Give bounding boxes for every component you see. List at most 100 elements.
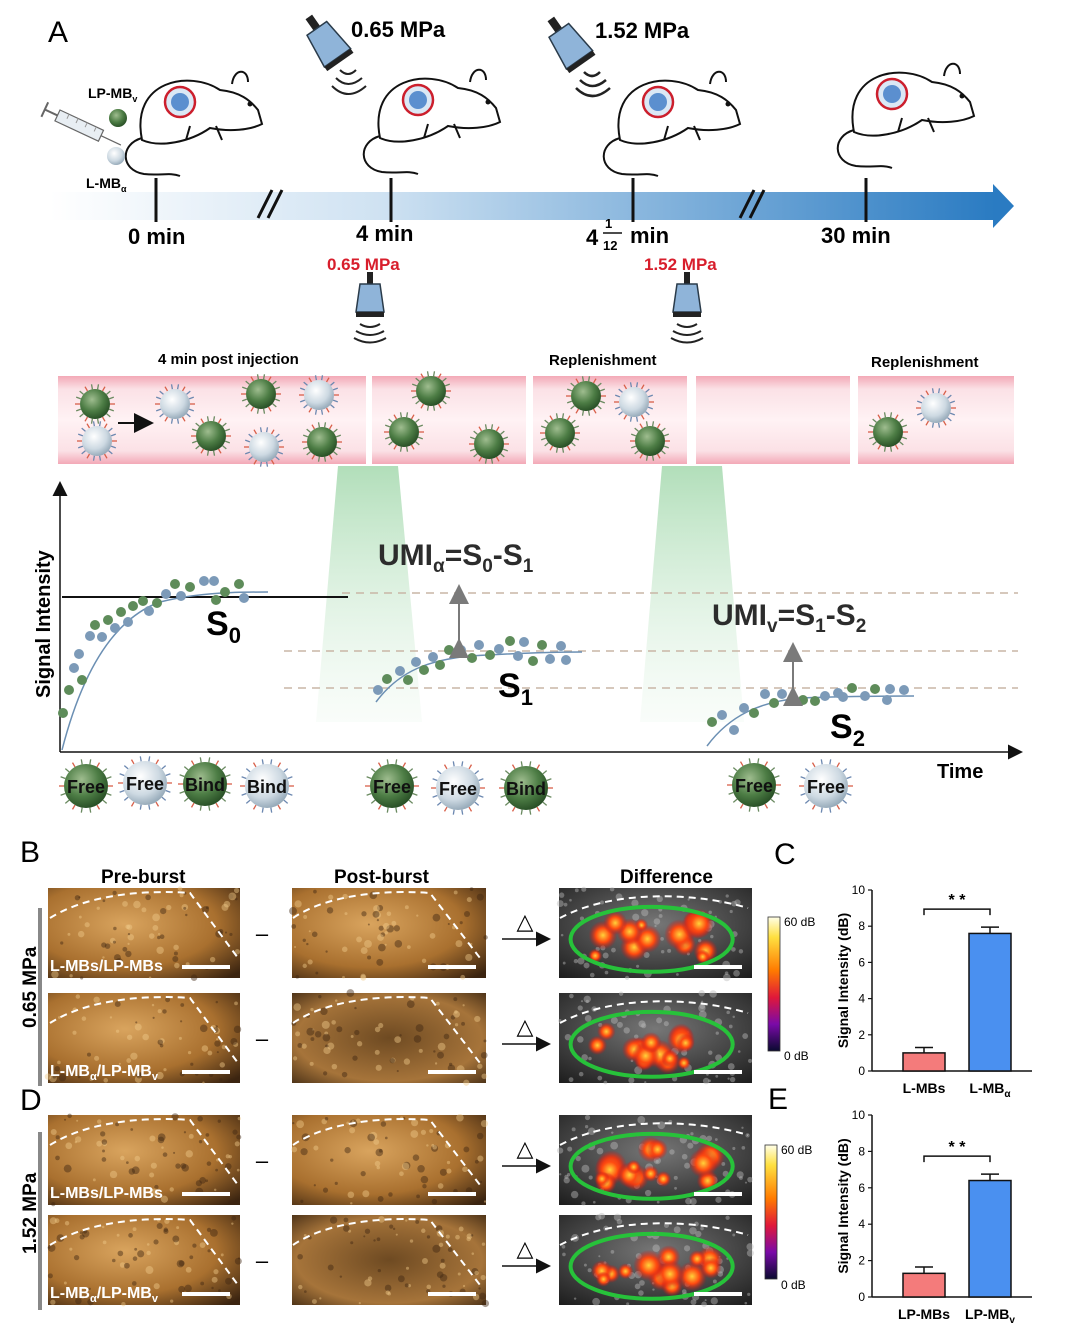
tick-label-0: 0 min — [128, 224, 185, 249]
signal-dot — [777, 689, 787, 699]
free-bubble-icon — [155, 384, 195, 424]
bound-bubble-icon: Free — [727, 758, 781, 812]
signal-dot — [810, 696, 820, 706]
bubble-state-label: Bind — [247, 777, 287, 797]
s2-label: S2 — [830, 708, 865, 751]
signal-dot — [199, 576, 209, 586]
signal-dot — [90, 620, 100, 630]
bubble-state-label: Free — [373, 777, 411, 797]
curve-s0 — [61, 591, 269, 751]
free-bubble-icon: Free — [118, 756, 172, 810]
row-label: L-MBs/LP-MBs — [50, 1185, 163, 1202]
delta-sign: △ — [517, 1236, 534, 1261]
bound-bubble-icon — [191, 416, 231, 456]
signal-dot — [419, 665, 429, 675]
bar — [968, 932, 1012, 1072]
col-pre-burst: Pre-burst — [101, 867, 186, 888]
bound-bubble-icon: Free — [59, 759, 113, 813]
tick-label-den: 12 — [603, 238, 617, 253]
ultrasound-image: L-MBα/LP-MBv — [47, 1215, 242, 1307]
signal-dot — [870, 684, 880, 694]
signal-dot — [556, 641, 566, 651]
ultrasound-image: L-MBα/LP-MBv — [44, 993, 242, 1084]
bar-y-tick-label: 0 — [858, 1064, 865, 1078]
vessel-label-first: 4 min post injection — [158, 351, 299, 368]
inj-label-top: LP-MBv — [88, 85, 137, 104]
signal-dot — [513, 651, 523, 661]
bar-y-tick-label: 4 — [858, 1217, 865, 1231]
panel-label-a: A — [48, 16, 68, 49]
bar-y-tick-label: 10 — [852, 883, 866, 897]
timeline: 0 min 4 min 4 1 12 min 30 min 0.65 MPa 1… — [50, 178, 1014, 274]
bubble-state-label: Free — [126, 774, 164, 794]
panel-label-d: D — [20, 1084, 42, 1117]
bar-y-tick-label: 2 — [858, 1028, 865, 1042]
group-label-high: 1.52 MPa — [20, 1172, 41, 1254]
significance-bracket — [923, 1155, 991, 1163]
burst-beam — [640, 466, 744, 722]
signal-plot: Signal Intensity Time S0 S1 S2 UMIα=S0-S… — [33, 481, 1023, 783]
free-bubble-icon — [299, 375, 339, 415]
timeline-bar — [50, 192, 995, 220]
signal-dot — [444, 645, 454, 655]
signal-dot — [373, 685, 383, 695]
signal-dot — [707, 717, 717, 727]
wave-icon — [331, 69, 367, 95]
signal-dot — [545, 654, 555, 664]
signal-dot — [128, 601, 138, 611]
signal-dot — [138, 596, 148, 606]
bar — [902, 1052, 946, 1072]
signal-dot — [74, 649, 84, 659]
bar-y-tick-label: 0 — [858, 1290, 865, 1304]
bar-category-label: LP-MBv — [965, 1306, 1015, 1326]
free-bubble-icon — [614, 382, 654, 422]
signal-dot — [820, 691, 830, 701]
tick-label-30: 30 min — [821, 223, 891, 248]
bound-bubble-icon — [411, 371, 451, 411]
free-bubble-icon — [244, 427, 284, 467]
signal-dot — [537, 640, 547, 650]
signal-dot — [860, 691, 870, 701]
signal-dot — [234, 579, 244, 589]
s0-label: S0 — [206, 605, 241, 648]
colorbar-bottom: 60 dB 0 dB — [764, 1143, 812, 1292]
signal-dot — [798, 695, 808, 705]
vessel-bubbles — [75, 371, 956, 467]
minus-sign: – — [256, 1026, 269, 1051]
bar-y-tick-label: 6 — [858, 1181, 865, 1195]
signal-dot — [152, 598, 162, 608]
bound-bubble-icon — [302, 422, 342, 462]
cbar-top-min: 0 dB — [784, 1049, 809, 1063]
signal-dot — [561, 655, 571, 665]
signal-dot — [239, 593, 249, 603]
bar-y-label: Signal Intensity (dB) — [835, 913, 851, 1048]
bound-bubble-icon — [566, 376, 606, 416]
minus-sign: – — [256, 1248, 269, 1273]
signal-dots — [58, 576, 909, 735]
bound-bubble-icon — [469, 424, 509, 464]
vessel-label-second: Replenishment — [549, 352, 657, 369]
bound-bubble-icon — [384, 412, 424, 452]
row-label: L-MBα/LP-MBv — [50, 1063, 159, 1083]
signal-dot — [899, 685, 909, 695]
pressure-top-high: 1.52 MPa — [595, 18, 690, 43]
signal-dot — [456, 645, 466, 655]
ultrasound-image — [291, 989, 488, 1086]
signal-dot — [729, 725, 739, 735]
wave-icon — [575, 71, 611, 98]
bound-bubble-icon — [540, 413, 580, 453]
panel-label-e: E — [768, 1083, 788, 1116]
signal-dot — [885, 684, 895, 694]
delta-sign: △ — [517, 1014, 534, 1039]
panel-label-c: C — [774, 838, 796, 871]
signal-dot — [847, 683, 857, 693]
tick-label-min: min — [630, 223, 669, 248]
signal-dot — [411, 657, 421, 667]
pressure-red-low: 0.65 MPa — [327, 255, 400, 274]
signal-dot — [519, 637, 529, 647]
umv-equation: UMIv=S1-S2 — [712, 599, 866, 637]
signal-dot — [144, 606, 154, 616]
